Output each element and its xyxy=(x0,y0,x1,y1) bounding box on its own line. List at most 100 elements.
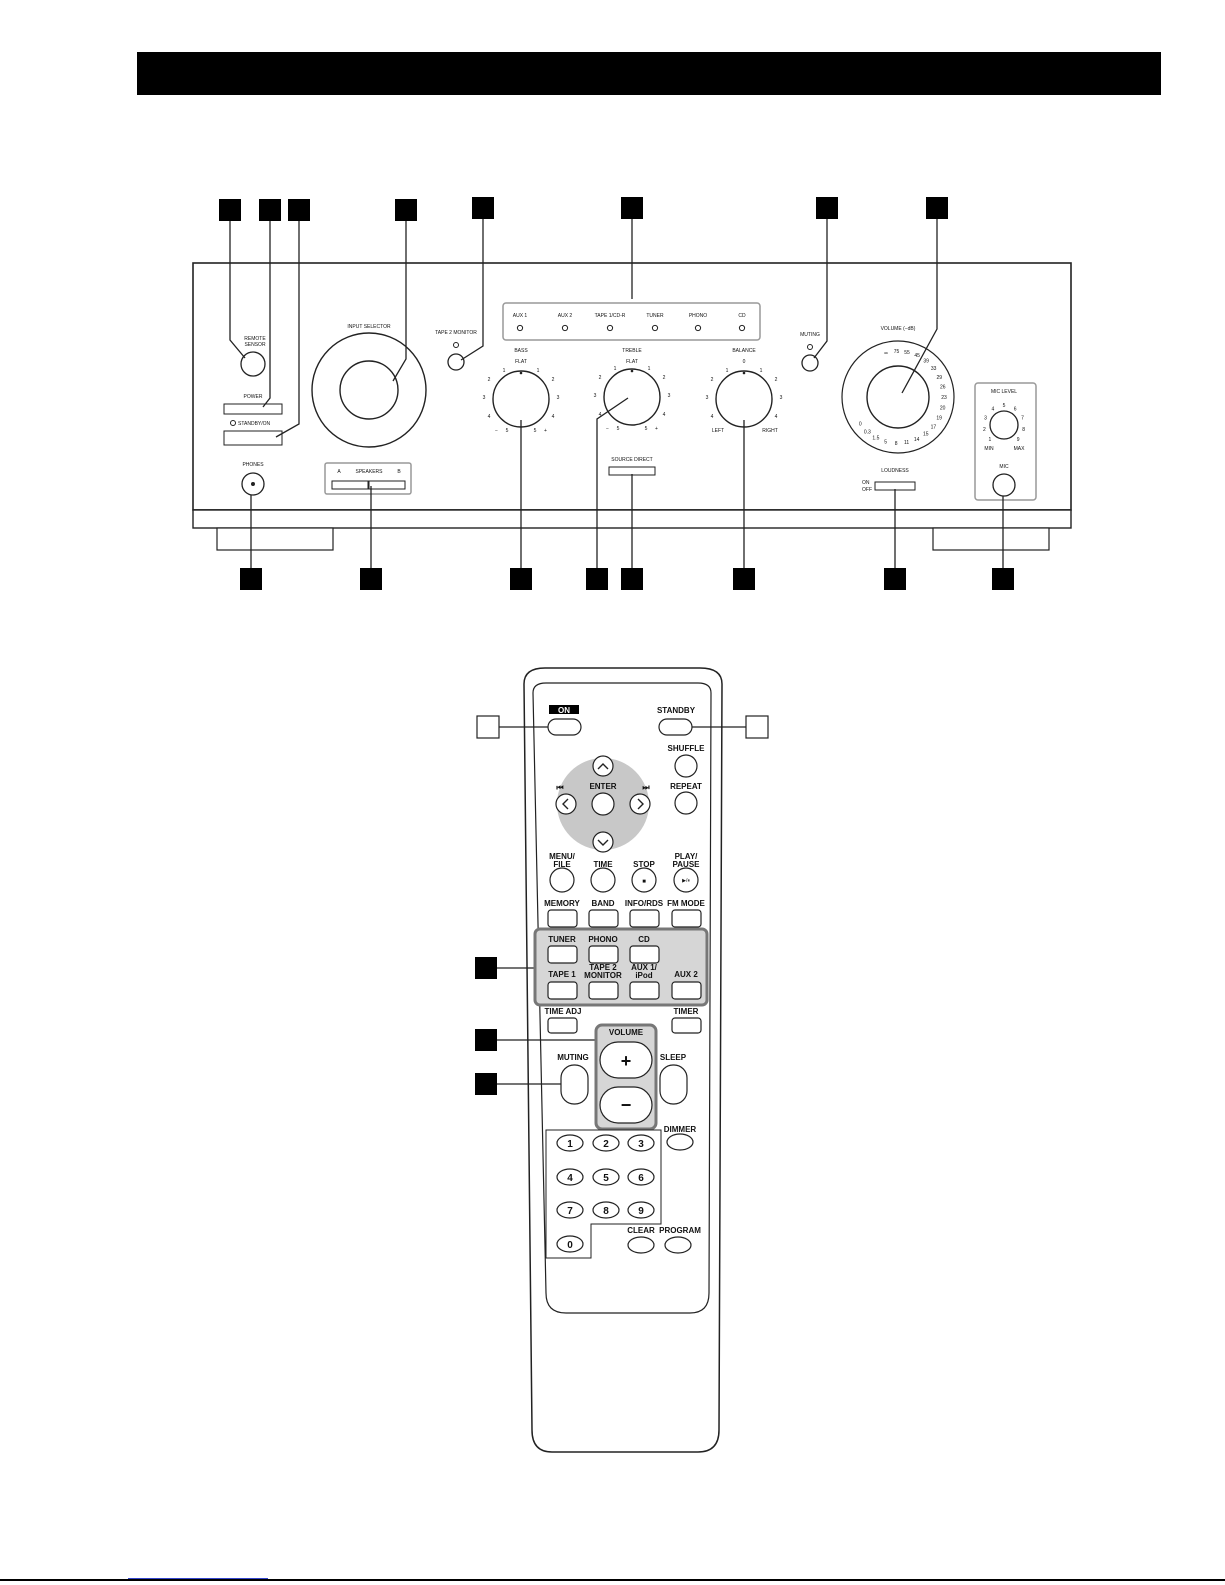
fm-mode-button[interactable] xyxy=(671,909,702,928)
source-label: TUNER xyxy=(646,313,664,319)
input-selector-knob[interactable] xyxy=(339,360,399,420)
source-direct-button[interactable] xyxy=(608,466,656,476)
tuner-button[interactable] xyxy=(547,945,578,964)
enter-button[interactable] xyxy=(591,792,615,816)
speakers-b-label: B xyxy=(397,469,401,475)
digit-5-button[interactable] xyxy=(592,1168,620,1186)
bass-knob[interactable] xyxy=(492,370,550,428)
shuffle-label: SHUFFLE xyxy=(668,744,706,753)
time-button[interactable] xyxy=(590,867,616,893)
speakers-a-button[interactable] xyxy=(331,480,369,490)
volume-scale-label: 19 xyxy=(936,416,942,422)
info-rds-label: INFO/RDS xyxy=(625,899,664,908)
treble-knob[interactable] xyxy=(603,368,661,426)
muting-button[interactable] xyxy=(801,354,819,372)
digit-1-button[interactable] xyxy=(556,1134,584,1152)
standby-button[interactable] xyxy=(658,718,693,736)
mic-jack[interactable] xyxy=(992,473,1016,497)
source-indicators: AUX 1 AUX 2 TAPE 1/CD-R TUNER PHONO CD xyxy=(513,313,746,332)
digit-2-button[interactable] xyxy=(592,1134,620,1152)
digit-3-button[interactable] xyxy=(627,1134,655,1152)
mic-level-knob[interactable] xyxy=(989,410,1019,440)
digit-label: 8 xyxy=(603,1206,609,1217)
aux2-button[interactable] xyxy=(671,981,702,1000)
volume-scale-label: 75 xyxy=(894,349,900,355)
svg-text:1: 1 xyxy=(726,368,729,374)
mic-scale-label: 8 xyxy=(1022,427,1025,433)
digit-9-button[interactable] xyxy=(627,1201,655,1219)
muting-button-remote[interactable] xyxy=(560,1064,589,1105)
left-button[interactable] xyxy=(555,793,577,815)
play-pause-button[interactable] xyxy=(673,867,699,893)
foot-left xyxy=(216,527,334,551)
keypad-frame xyxy=(545,1129,662,1259)
digit-4-button[interactable] xyxy=(556,1168,584,1186)
standby-on-button[interactable] xyxy=(223,430,283,446)
input-buttons-group xyxy=(533,927,709,1007)
svg-text:1: 1 xyxy=(760,368,763,374)
stop-button[interactable] xyxy=(631,867,657,893)
timer-button[interactable] xyxy=(671,1017,702,1034)
loudness-button[interactable] xyxy=(874,481,916,491)
mic-scale-label: 5 xyxy=(1003,403,1006,409)
info-rds-button[interactable] xyxy=(629,909,660,928)
tape2-monitor-indicator xyxy=(453,342,459,348)
memory-button[interactable] xyxy=(547,909,578,928)
digit-label: 1 xyxy=(567,1139,573,1150)
digit-7-button[interactable] xyxy=(556,1201,584,1219)
cd-button[interactable] xyxy=(629,945,660,964)
balance-knob[interactable] xyxy=(715,370,773,428)
aux1-ipod-label-2: iPod xyxy=(635,971,652,980)
program-button[interactable] xyxy=(664,1236,692,1254)
callout-standby xyxy=(745,715,769,739)
mic-scale-label: 9 xyxy=(1017,437,1020,443)
power-label: POWER xyxy=(244,394,263,400)
time-adj-button[interactable] xyxy=(547,1017,578,1034)
speakers-b-button[interactable] xyxy=(368,480,406,490)
volume-knob[interactable] xyxy=(866,365,930,429)
loudness-label: LOUDNESS xyxy=(881,468,909,474)
mic-scale-label: 4 xyxy=(992,406,995,412)
volume-down-button[interactable] xyxy=(599,1086,653,1124)
volume-up-button[interactable] xyxy=(599,1041,653,1079)
tape1-button[interactable] xyxy=(547,981,578,1000)
phono-button[interactable] xyxy=(588,945,619,964)
volume-scale-label: 45 xyxy=(914,353,920,359)
fm-mode-label: FM MODE xyxy=(667,899,705,908)
source-led xyxy=(651,324,659,332)
skip-forward-icon: ⏭ xyxy=(642,783,650,792)
down-button[interactable] xyxy=(592,831,614,853)
right-button[interactable] xyxy=(629,793,651,815)
clear-button[interactable] xyxy=(627,1236,655,1254)
volume-scale-label: 14 xyxy=(914,437,920,443)
dimmer-button[interactable] xyxy=(666,1133,694,1151)
tape2-monitor-button[interactable] xyxy=(447,353,465,371)
callout-markers-top xyxy=(219,197,948,221)
speakers-a-label: A xyxy=(337,469,341,475)
repeat-button[interactable] xyxy=(674,791,698,815)
volume-scale-label: 55 xyxy=(904,350,910,356)
svg-text:1: 1 xyxy=(537,368,540,374)
digit-8-button[interactable] xyxy=(592,1201,620,1219)
digit-0-button[interactable] xyxy=(556,1235,584,1253)
power-switch[interactable] xyxy=(223,403,283,415)
shuffle-button[interactable] xyxy=(674,754,698,778)
volume-scale-label: 0.3 xyxy=(864,429,871,435)
svg-text:3: 3 xyxy=(706,395,709,401)
svg-text:5: 5 xyxy=(506,428,509,434)
on-button[interactable] xyxy=(547,718,582,736)
sleep-button[interactable] xyxy=(659,1064,688,1105)
menu-file-button[interactable] xyxy=(549,867,575,893)
digit-6-button[interactable] xyxy=(627,1168,655,1186)
source-led xyxy=(738,324,746,332)
tape2-monitor-button[interactable] xyxy=(588,981,619,1000)
svg-text:5: 5 xyxy=(534,428,537,434)
band-button[interactable] xyxy=(588,909,619,928)
clear-label: CLEAR xyxy=(627,1226,655,1235)
footer-link-underline xyxy=(128,1578,268,1579)
aux1-ipod-button[interactable] xyxy=(629,981,660,1000)
digit-label: 2 xyxy=(603,1139,609,1150)
up-button[interactable] xyxy=(592,755,614,777)
source-led xyxy=(516,324,524,332)
